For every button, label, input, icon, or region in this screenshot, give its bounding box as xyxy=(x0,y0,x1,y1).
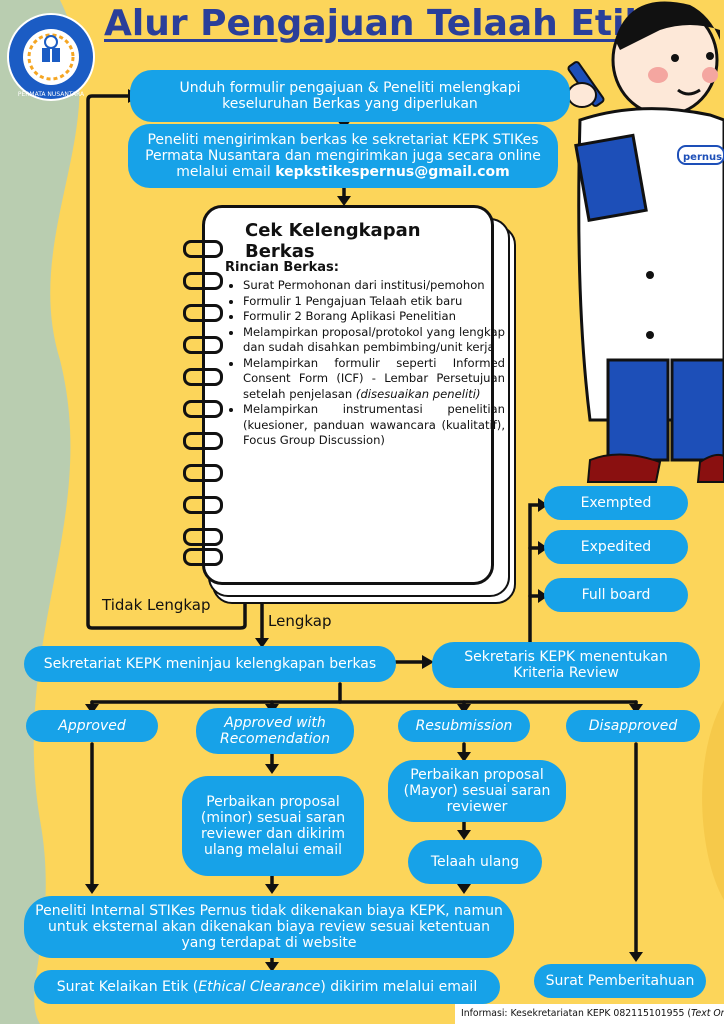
checklist-notebook: Cek Kelengkapan Berkas Rincian Berkas: S… xyxy=(183,205,505,585)
step-biaya: Peneliti Internal STIKes Pernus tidak di… xyxy=(24,896,514,958)
surat-text-a: Surat Kelaikan Etik ( xyxy=(56,979,199,995)
label-lengkap: Lengkap xyxy=(268,612,332,630)
checklist-subtitle: Rincian Berkas: xyxy=(225,260,339,275)
footer-text: Informasi: Kesekretariatan KEPK 08211510… xyxy=(461,1008,691,1019)
checklist-item-text: Melampirkan formulir seperti Informed Co… xyxy=(243,355,505,401)
notebook-ring xyxy=(183,336,223,354)
criteria-fullboard: Full board xyxy=(544,578,688,612)
footer-italic: Text Only xyxy=(690,1008,724,1019)
step-submit-text: Peneliti mengirimkan berkas ke sekretari… xyxy=(145,132,541,180)
checklist-item: Surat Permohonan dari institusi/pemohon xyxy=(243,278,505,294)
tidak-lengkap-line xyxy=(86,94,247,630)
checklist-item: Formulir 1 Pengajuan Telaah etik baru xyxy=(243,294,505,310)
page-title: Alur Pengajuan Telaah Etik xyxy=(104,3,649,44)
criteria-line xyxy=(528,503,540,646)
notebook-ring xyxy=(183,464,223,482)
notebook-ring xyxy=(183,304,223,322)
criteria-exempted: Exempted xyxy=(544,486,688,520)
footer-info: Informasi: Kesekretariatan KEPK 08211510… xyxy=(455,1004,724,1024)
right-wave xyxy=(702,700,724,900)
step-sekretaris: Sekretaris KEPK menentukan Kriteria Revi… xyxy=(432,642,700,688)
checklist-items: Surat Permohonan dari institusi/pemohon … xyxy=(225,278,505,449)
step-download: Unduh formulir pengajuan & Peneliti mele… xyxy=(130,70,570,122)
notebook-ring xyxy=(183,272,223,290)
step-submit: Peneliti mengirimkan berkas ke sekretari… xyxy=(128,124,558,188)
svg-text:PERMATA NUSANTARA: PERMATA NUSANTARA xyxy=(18,91,85,98)
decision-disapproved: Disapproved xyxy=(566,710,700,742)
notebook-ring xyxy=(183,368,223,386)
surat-text-b: ) dikirim melalui email xyxy=(320,979,478,995)
notebook-ring xyxy=(183,528,223,546)
doctor-illustration: pernus xyxy=(567,1,724,483)
step-perbaikan-minor: Perbaikan proposal (minor) sesuai saran … xyxy=(182,776,364,876)
institution-logo: PERMATA NUSANTARA xyxy=(7,13,95,101)
checklist-item: Melampirkan formulir seperti Informed Co… xyxy=(243,356,505,403)
surat-italic: Ethical Clearance xyxy=(198,979,321,995)
notebook-ring xyxy=(183,548,223,566)
notebook-ring xyxy=(183,240,223,258)
checklist-item: Formulir 2 Borang Aplikasi Penelitian xyxy=(243,309,505,325)
label-tidak-lengkap: Tidak Lengkap xyxy=(102,596,211,614)
step-sekretariat: Sekretariat KEPK meninjau kelengkapan be… xyxy=(24,646,396,682)
left-wave xyxy=(0,0,80,1024)
decision-resubmission: Resubmission xyxy=(398,710,530,742)
checklist-item: Melampirkan instrumentasi penelitian (ku… xyxy=(243,402,505,449)
decision-approved: Approved xyxy=(26,710,158,742)
notebook-ring xyxy=(183,432,223,450)
step-pemberitahuan: Surat Pemberitahuan xyxy=(534,964,706,998)
step-surat-kelaikan: Surat Kelaikan Etik (Ethical Clearance) … xyxy=(34,970,500,1004)
checklist-title: Cek Kelengkapan Berkas xyxy=(245,220,421,262)
notebook-ring xyxy=(183,496,223,514)
badge-text: pernus xyxy=(683,152,722,163)
kepk-email[interactable]: kepkstikespernus@gmail.com xyxy=(275,164,510,180)
notebook-ring xyxy=(183,400,223,418)
step-telaah-ulang: Telaah ulang xyxy=(408,840,542,884)
checklist-item-note: (disesuaikan peneliti) xyxy=(355,386,481,401)
criteria-expedited: Expedited xyxy=(544,530,688,564)
checklist-item: Melampirkan proposal/protokol yang lengk… xyxy=(243,325,505,356)
step-perbaikan-mayor: Perbaikan proposal (Mayor) sesuai saran … xyxy=(388,760,566,822)
decision-approved-with: Approved with Recomendation xyxy=(196,708,354,754)
